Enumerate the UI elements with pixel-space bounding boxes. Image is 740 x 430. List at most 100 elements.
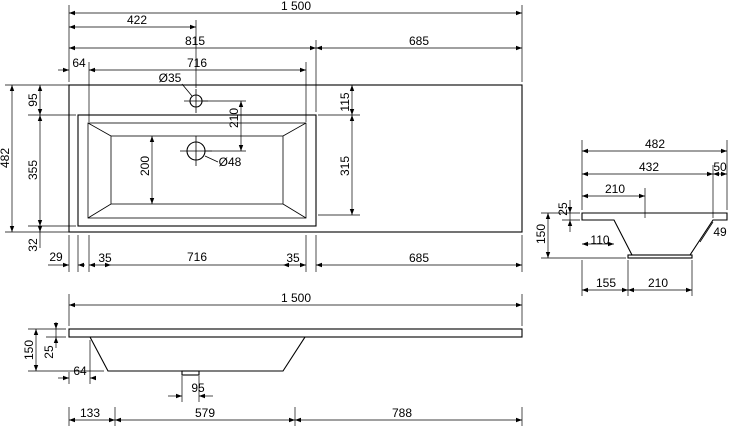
dimension-arrow — [582, 241, 588, 247]
dimension-arrow — [567, 220, 573, 226]
dimension-arrow — [639, 193, 645, 199]
dimension-arrow — [190, 24, 196, 30]
dimension-arrow — [53, 323, 59, 329]
section-bottom-width-dim: 210 — [648, 276, 668, 290]
dimension-arrow — [69, 45, 75, 51]
dimension-arrow — [238, 101, 244, 107]
leader-line — [181, 83, 193, 97]
section-inner-offset-dim: 110 — [590, 233, 609, 247]
dimension-arrow — [316, 262, 322, 268]
total-length-dim: 1 500 — [281, 0, 311, 13]
dimension-arrow — [105, 262, 111, 268]
side-bowl-profile — [89, 336, 307, 372]
section-depth-dim: 482 — [645, 137, 665, 151]
drain-to-front-dim: 200 — [138, 156, 152, 176]
bowl-section-dim: 815 — [185, 34, 205, 48]
section-back-bowl-dim: 210 — [605, 182, 625, 196]
bowl-bevel-line — [282, 122, 307, 137]
dimension-arrow — [289, 417, 295, 423]
bowl-depth-dim: 355 — [26, 160, 40, 180]
dimension-arrow — [300, 262, 306, 268]
dimension-arrow — [69, 24, 75, 30]
dimension-arrow — [115, 417, 121, 423]
dimension-arrow — [349, 209, 355, 215]
tap-hole-label: Ø35 — [159, 71, 182, 85]
rim-left-dim: 64 — [72, 56, 86, 70]
section-drain — [627, 254, 693, 259]
left-edge-dim: 29 — [49, 250, 63, 264]
dimension-arrow — [9, 226, 15, 232]
section-front-rim-dim: 50 — [713, 160, 727, 174]
side-total-length-dim: 1 500 — [281, 291, 311, 305]
bowl-bevel-line — [87, 203, 112, 219]
section-bowl-depth-dim: 432 — [639, 160, 659, 174]
bowl-length-dim: 716 — [187, 56, 207, 70]
dimension-arrow — [295, 417, 301, 423]
dimension-arrow — [300, 67, 306, 73]
dimension-arrow — [37, 85, 43, 91]
left-bevel-dim: 35 — [98, 251, 112, 265]
section-height-dim: 150 — [534, 224, 548, 244]
dimension-arrow — [109, 417, 115, 423]
dimension-arrow — [516, 45, 522, 51]
dimension-arrow — [283, 262, 289, 268]
side-left-offset-dim: 133 — [80, 406, 100, 420]
dimension-arrow — [89, 262, 95, 268]
section-bottom-back-dim: 155 — [596, 276, 616, 290]
dimension-arrow — [238, 145, 244, 151]
dimension-arrow — [9, 85, 15, 91]
dimension-arrow — [622, 287, 628, 293]
shelf-section-dim: 685 — [409, 34, 429, 48]
dimension-arrow — [608, 241, 614, 247]
dimension-arrow — [516, 262, 522, 268]
dimension-arrow — [310, 45, 316, 51]
side-drain-width-dim: 95 — [191, 381, 205, 395]
dimension-arrow — [545, 213, 551, 219]
section-slab-dim: 25 — [556, 202, 570, 216]
bowl-bottom-dim: 716 — [187, 250, 207, 264]
section-front-bevel-dim: 49 — [713, 225, 727, 239]
drain-offset-dim: 422 — [127, 13, 147, 27]
dimension-arrow — [582, 171, 588, 177]
shelf-bottom-dim: 685 — [409, 251, 429, 265]
dimension-arrow — [707, 171, 713, 177]
dimension-arrow — [721, 171, 727, 177]
leader-line — [699, 221, 714, 243]
dimension-arrow — [69, 417, 75, 423]
dimension-arrow — [516, 10, 522, 16]
side-shelf-dim: 788 — [392, 406, 412, 420]
dimension-arrow — [63, 375, 69, 381]
dimension-arrow — [149, 198, 155, 204]
dimension-arrow — [516, 417, 522, 423]
vanity-top-outline — [68, 84, 523, 233]
bowl-bevel-line — [282, 203, 307, 219]
hole-to-back-dim: 95 — [26, 93, 40, 107]
dimension-arrow — [582, 148, 588, 154]
side-slab — [68, 328, 523, 338]
dimension-arrow — [33, 329, 39, 335]
dimension-arrow — [149, 136, 155, 142]
depth-dim: 482 — [0, 148, 12, 168]
side-slab-dim: 25 — [42, 345, 56, 359]
hole-to-drain-dim: 210 — [227, 108, 241, 128]
drain-hole-label: Ø48 — [219, 155, 242, 169]
dimension-arrow — [37, 109, 43, 115]
dimension-arrow — [628, 287, 634, 293]
side-rim-left-dim: 64 — [73, 364, 87, 378]
dimension-arrow — [37, 220, 43, 226]
shelf-bowl-dim: 315 — [338, 156, 352, 176]
shelf-rim-dim: 115 — [338, 92, 352, 111]
leader-line — [204, 155, 219, 163]
dimension-arrow — [349, 85, 355, 91]
dimension-arrow — [53, 337, 59, 343]
side-drain — [181, 370, 200, 376]
bowl-bottom — [110, 135, 284, 205]
side-bowl-bottom-dim: 579 — [195, 406, 215, 420]
dimension-arrow — [69, 10, 75, 16]
bowl-bevel-line — [87, 122, 112, 137]
dimension-arrow — [63, 67, 69, 73]
bowl-outer-rim — [77, 114, 317, 227]
right-bevel-dim: 35 — [286, 251, 300, 265]
front-rim-dim: 32 — [26, 238, 40, 252]
